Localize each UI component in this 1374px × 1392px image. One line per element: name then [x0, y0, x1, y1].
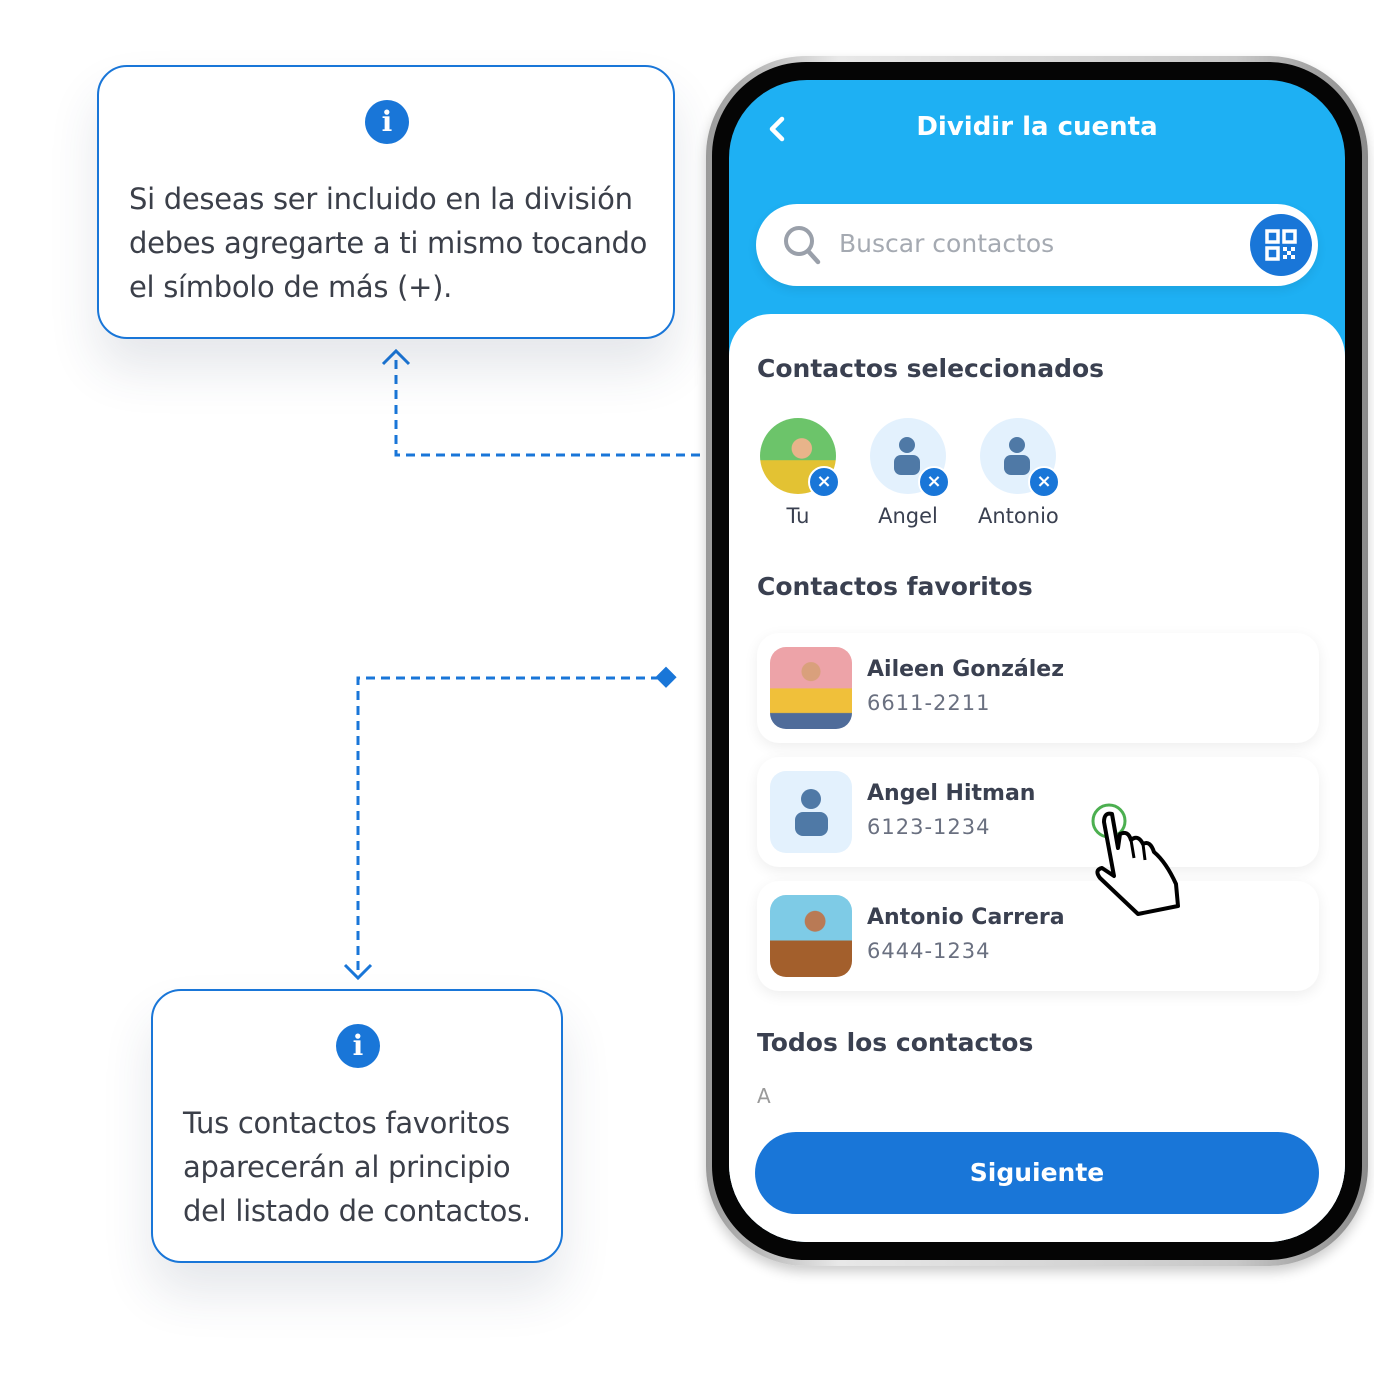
contact-name: Aileen González [867, 657, 1065, 682]
contact-name: Tu [786, 504, 810, 528]
contact-photo [770, 771, 852, 853]
back-icon[interactable] [767, 116, 787, 142]
remove-icon[interactable]: × [918, 466, 950, 498]
favorite-contact-card[interactable]: Aileen González 6611-2211 [757, 633, 1319, 743]
connector-top [394, 360, 760, 457]
remove-icon[interactable]: × [1028, 466, 1060, 498]
arrow-up-icon [381, 348, 411, 366]
diamond-marker [655, 666, 677, 688]
avatar: × [760, 418, 840, 498]
info-icon: i [365, 100, 409, 144]
contact-name: Antonio [978, 504, 1059, 528]
contact-photo [770, 895, 852, 977]
contact-name: Angel [878, 504, 938, 528]
selected-contact-angel[interactable]: × Angel [868, 418, 950, 528]
selected-contact-antonio[interactable]: × Antonio [978, 418, 1060, 528]
contact-phone: 6123-1234 [867, 815, 991, 839]
next-button[interactable]: Siguiente [755, 1132, 1319, 1214]
info-icon: i [336, 1024, 380, 1068]
content-sheet: Contactos seleccionados × Tu × Angel × A… [729, 314, 1345, 1242]
qr-code-icon [1265, 229, 1297, 261]
person-icon [1004, 437, 1030, 475]
contact-phone: 6611-2211 [867, 691, 991, 715]
selected-heading: Contactos seleccionados [757, 354, 1105, 383]
contact-photo [770, 647, 852, 729]
connector-bottom [356, 676, 660, 972]
remove-icon[interactable]: × [808, 466, 840, 498]
search-input[interactable]: Buscar contactos [756, 204, 1318, 286]
tap-hand-cursor-icon [1091, 803, 1180, 916]
qr-scan-button[interactable] [1250, 214, 1312, 276]
avatar: × [870, 418, 950, 498]
contact-name: Antonio Carrera [867, 905, 1065, 930]
selected-contact-tu[interactable]: × Tu [758, 418, 840, 528]
contact-phone: 6444-1234 [867, 939, 991, 963]
index-letter: A [757, 1084, 771, 1108]
person-icon [795, 789, 828, 836]
favorite-contact-card[interactable]: Antonio Carrera 6444-1234 [757, 881, 1319, 991]
favorite-contact-card[interactable]: Angel Hitman 6123-1234 [757, 757, 1319, 867]
search-placeholder: Buscar contactos [839, 229, 1055, 258]
page-title: Dividir la cuenta [916, 112, 1158, 142]
contact-name: Angel Hitman [867, 781, 1036, 806]
person-icon [894, 437, 920, 475]
phone-screen: Dividir la cuenta Buscar contactos Conta… [729, 80, 1345, 1242]
avatar: × [980, 418, 1060, 498]
arrow-down-icon [343, 963, 373, 981]
favorites-heading: Contactos favoritos [757, 572, 1033, 601]
all-contacts-heading: Todos los contactos [757, 1028, 1034, 1057]
search-icon [784, 226, 821, 265]
